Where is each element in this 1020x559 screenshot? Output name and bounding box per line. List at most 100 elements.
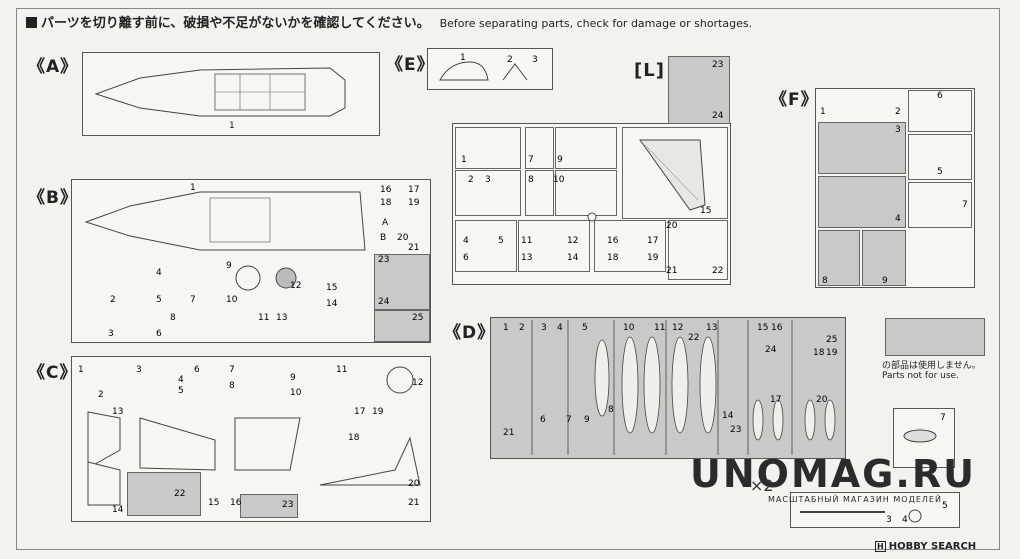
svg-text:3: 3 xyxy=(541,323,547,333)
svg-text:13: 13 xyxy=(706,323,717,333)
svg-text:13: 13 xyxy=(112,407,123,417)
sprue-l-cell-7 xyxy=(525,127,554,169)
svg-text:19: 19 xyxy=(647,253,659,263)
svg-text:6: 6 xyxy=(156,329,162,339)
svg-text:4: 4 xyxy=(178,375,184,385)
svg-text:1: 1 xyxy=(78,365,84,375)
svg-text:8: 8 xyxy=(528,175,534,185)
svg-text:9: 9 xyxy=(584,415,590,425)
svg-text:7: 7 xyxy=(940,413,946,423)
svg-text:16: 16 xyxy=(380,185,392,195)
svg-text:10: 10 xyxy=(553,175,565,185)
svg-text:21: 21 xyxy=(666,266,677,276)
watermark-subtitle: МАСШТАБНЫЙ МАГАЗИН МОДЕЛЕЙ xyxy=(768,495,942,504)
svg-text:18: 18 xyxy=(348,433,360,443)
not-for-use-jp: の部品は使用しません。 xyxy=(882,361,981,371)
svg-text:20: 20 xyxy=(397,233,409,243)
svg-text:A: A xyxy=(382,218,389,228)
svg-text:25: 25 xyxy=(826,335,837,345)
svg-text:6: 6 xyxy=(194,365,200,375)
svg-text:22: 22 xyxy=(688,333,699,343)
svg-text:1: 1 xyxy=(503,323,509,333)
svg-text:21: 21 xyxy=(408,498,419,508)
svg-text:2: 2 xyxy=(519,323,525,333)
svg-text:21: 21 xyxy=(503,428,514,438)
sheet-frame xyxy=(16,8,1000,550)
svg-text:9: 9 xyxy=(290,373,296,383)
svg-text:20: 20 xyxy=(408,479,420,489)
svg-text:2: 2 xyxy=(110,295,116,305)
svg-text:6: 6 xyxy=(463,253,469,263)
hobby-search-text: HOBBY SEARCH xyxy=(888,541,977,552)
svg-text:5: 5 xyxy=(178,386,184,396)
sprue-l-cell-16-19 xyxy=(594,220,666,272)
sprue-e-frame xyxy=(427,48,553,90)
svg-text:B: B xyxy=(380,233,386,243)
svg-text:7: 7 xyxy=(566,415,572,425)
sprue-label-c: 《C》 xyxy=(28,363,78,383)
svg-text:8: 8 xyxy=(822,276,828,286)
svg-text:1: 1 xyxy=(461,155,467,165)
svg-text:24: 24 xyxy=(712,111,724,121)
sprue-g-bottom-frame xyxy=(790,492,960,528)
svg-text:7: 7 xyxy=(190,295,196,305)
svg-text:10: 10 xyxy=(290,388,302,398)
svg-text:20: 20 xyxy=(666,221,678,231)
sprue-c-gray-22 xyxy=(127,472,201,516)
svg-text:22: 22 xyxy=(712,266,723,276)
svg-text:21: 21 xyxy=(408,243,419,253)
svg-text:23: 23 xyxy=(730,425,741,435)
svg-text:18: 18 xyxy=(380,198,392,208)
svg-text:19: 19 xyxy=(372,407,384,417)
sprue-l-cell-20-22 xyxy=(668,220,728,280)
svg-text:2: 2 xyxy=(98,390,104,400)
not-for-use-en: Parts not for use. xyxy=(882,371,959,381)
sprue-label-b: 《B》 xyxy=(28,188,78,208)
svg-text:3: 3 xyxy=(886,515,892,525)
instruction-header: パーツを切り離す前に、破損や不足がないかを確認してください。Before sep… xyxy=(26,12,752,31)
sprue-l-cell-8 xyxy=(525,170,554,216)
svg-text:19: 19 xyxy=(826,348,838,358)
svg-text:23: 23 xyxy=(378,255,389,265)
sprue-l-cell-2-3 xyxy=(455,170,521,216)
svg-text:11: 11 xyxy=(336,365,347,375)
sprue-label-f: 《F》 xyxy=(770,90,819,110)
sprue-f-cell-5 xyxy=(908,134,972,180)
svg-text:2: 2 xyxy=(507,55,513,65)
svg-text:12: 12 xyxy=(290,281,301,291)
svg-text:6: 6 xyxy=(937,91,943,101)
sprue-f-cell-4 xyxy=(818,176,906,228)
watermark-logo: UNOMAG.RU xyxy=(690,452,976,496)
hobby-search-logo-icon: H xyxy=(875,541,886,552)
svg-text:5: 5 xyxy=(582,323,588,333)
svg-text:17: 17 xyxy=(354,407,365,417)
svg-text:15: 15 xyxy=(208,498,219,508)
svg-text:1: 1 xyxy=(820,107,826,117)
svg-text:8: 8 xyxy=(229,381,235,391)
svg-text:1: 1 xyxy=(460,53,466,63)
svg-text:2: 2 xyxy=(468,175,474,185)
svg-text:20: 20 xyxy=(816,395,828,405)
sprue-l-cell-10 xyxy=(555,170,617,216)
svg-text:4: 4 xyxy=(156,268,162,278)
svg-text:5: 5 xyxy=(937,167,943,177)
sprue-b-gray-25 xyxy=(374,310,430,342)
svg-text:5: 5 xyxy=(942,501,948,511)
sprue-l-cell-4-6 xyxy=(455,220,517,272)
sprue-label-e: 《E》 xyxy=(386,55,435,75)
svg-text:14: 14 xyxy=(112,505,124,515)
not-for-use-swatch xyxy=(885,318,985,356)
svg-text:14: 14 xyxy=(326,299,338,309)
svg-text:7: 7 xyxy=(528,155,534,165)
svg-text:22: 22 xyxy=(174,489,185,499)
svg-text:14: 14 xyxy=(722,411,734,421)
header-en: Before separating parts, check for damag… xyxy=(439,17,753,30)
sprue-l-gray-23-24 xyxy=(668,56,730,124)
svg-text:16: 16 xyxy=(771,323,783,333)
svg-text:1: 1 xyxy=(190,183,196,193)
